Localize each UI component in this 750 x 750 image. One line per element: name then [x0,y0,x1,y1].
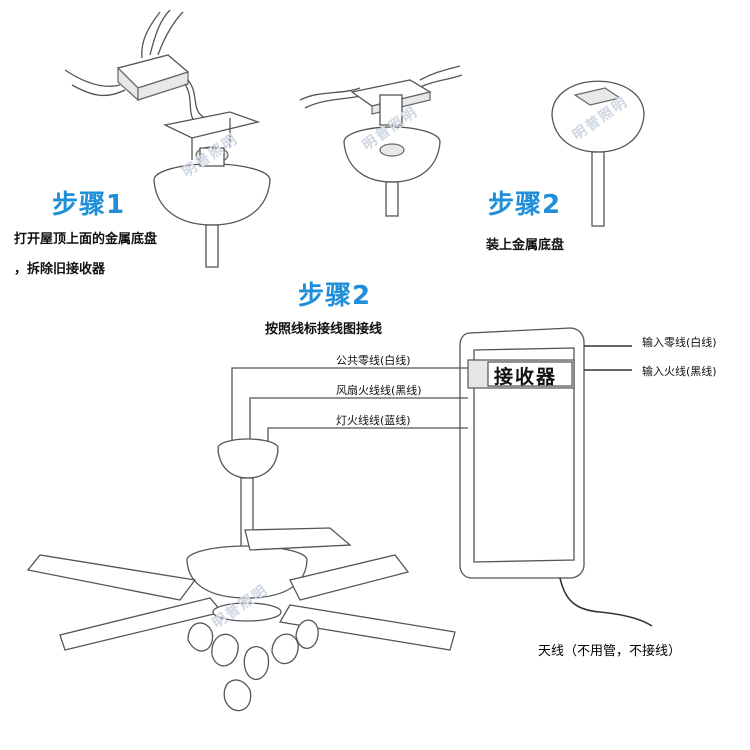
step2-wiring-caption: 按照线标接线图接线 [265,322,383,337]
wire-label-common-neutral: 公共零线(白线) [336,354,411,367]
wire-label-input-live: 输入火线(黑线) [642,365,717,378]
step1-drawing [64,9,271,268]
step2-top-caption: 装上金属底盘 [486,238,565,253]
step2-canopy-drawing [551,80,645,227]
wire-label-input-neutral: 输入零线(白线) [642,336,717,349]
ceiling-fan-drawing [26,438,456,712]
step2-top-title: 步骤2 [488,190,562,220]
step2-wiring-title: 步骤2 [298,281,372,311]
step1-caption-line1: 打开屋顶上面的金属底盘 [14,232,158,247]
receiver-drawing [459,327,653,627]
wire-label-fan-live: 风扇火线线(黑线) [336,384,422,397]
wire-label-light-live: 灯火线线(蓝线) [336,414,411,427]
step2-bracket-drawing [299,65,463,217]
antenna-label: 天线（不用管，不接线） [538,644,682,659]
step1-title: 步骤1 [52,190,126,220]
receiver-label: 接收器 [494,366,558,388]
wiring-lines [231,367,468,452]
step1-caption-line2: ，拆除旧接收器 [14,262,106,277]
